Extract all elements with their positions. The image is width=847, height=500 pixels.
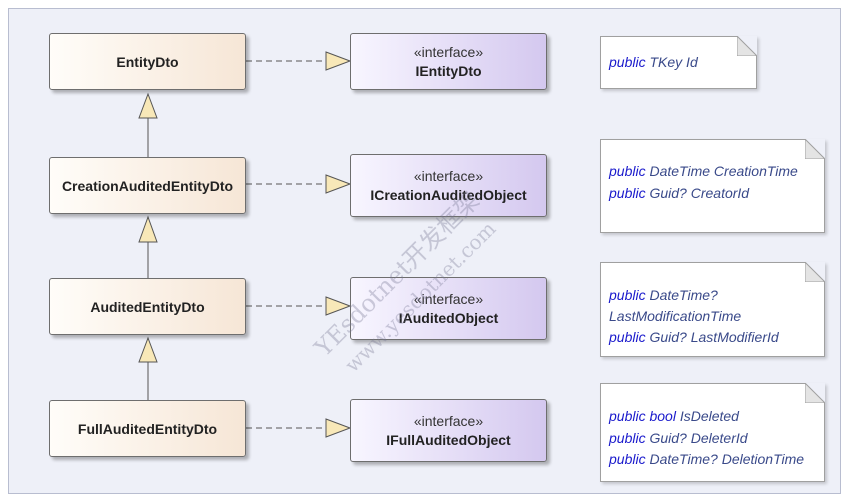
inherit-arrowhead-2 [138,215,158,243]
class-name: EntityDto [116,53,179,70]
stereotype-label: «interface» [413,167,484,184]
note-line: LastModificationTime [609,306,818,327]
interface-name: ICreationAuditedObject [370,186,527,203]
note-keyword: public bool [609,408,676,424]
note-line: public DateTime? DeletionTime [609,449,818,471]
note-keyword: public [609,329,646,345]
class-name: CreationAuditedEntityDto [61,177,234,194]
stereotype-label: «interface» [413,412,484,429]
interface-ifullauditedobject[interactable]: «interface» IFullAuditedObject [350,399,547,462]
note-line: public bool IsDeleted [609,406,818,428]
class-name: AuditedEntityDto [90,298,205,315]
interface-ientitydto[interactable]: «interface» IEntityDto [350,33,547,90]
note-line: public Guid? CreatorId [609,182,818,204]
realize-arrowhead-4 [325,418,352,438]
realize-arrowhead-2 [325,174,352,194]
note-line: public DateTime? [609,285,818,306]
note-fold-icon [805,139,825,159]
note-line: public DateTime CreationTime [609,160,818,182]
note-text: Guid? LastModifierId [645,329,779,345]
note-keyword: public [609,429,646,446]
note-line: public Guid? LastModifierId [609,327,818,348]
note-fold-icon [805,383,825,403]
class-name: FullAuditedEntityDto [77,420,218,437]
note-creationaudited[interactable]: public DateTime CreationTime public Guid… [600,139,825,233]
interface-name: IAuditedObject [398,309,499,326]
realize-arrowhead-3 [325,296,352,316]
note-fullaudited[interactable]: public bool IsDeleted public Guid? Delet… [600,383,825,482]
class-entitydto[interactable]: EntityDto [49,33,246,90]
note-text: DateTime CreationTime [645,163,798,179]
inherit-arrowhead-1 [138,92,158,119]
interface-iauditedobject[interactable]: «interface» IAuditedObject [350,277,547,340]
interface-name: IFullAuditedObject [386,431,511,448]
note-text: DateTime? DeletionTime [645,451,805,467]
interface-icreationauditedobject[interactable]: «interface» ICreationAuditedObject [350,154,547,217]
class-auditedentitydto[interactable]: AuditedEntityDto [49,278,246,335]
note-keyword: public [609,54,646,70]
class-fullauditedentitydto[interactable]: FullAuditedEntityDto [49,400,246,457]
note-keyword: public [609,163,646,179]
note-text: IsDeleted [675,408,739,424]
stereotype-label: «interface» [413,290,484,307]
note-text: TKey Id [645,54,698,70]
note-line: public TKey Id [609,51,750,73]
note-text: LastModificationTime [609,308,742,324]
note-entitydto[interactable]: public TKey Id [600,36,757,89]
note-line: public Guid? DeleterId [609,428,818,450]
note-fold-icon [737,36,757,56]
note-keyword: public [609,185,646,201]
note-keyword: public [609,287,646,303]
note-text: Guid? CreatorId [645,185,750,201]
note-fold-icon [805,262,825,282]
note-text: DateTime? [645,287,718,303]
stereotype-label: «interface» [413,43,484,60]
inherit-arrowhead-3 [138,336,158,363]
note-keyword: public [609,451,646,467]
interface-name: IEntityDto [415,62,482,79]
class-creationauditedentitydto[interactable]: CreationAuditedEntityDto [49,157,246,214]
realize-arrowhead-1 [325,51,352,71]
note-audited[interactable]: public DateTime? LastModificationTime pu… [600,262,825,357]
note-text: Guid? DeleterId [645,429,748,446]
